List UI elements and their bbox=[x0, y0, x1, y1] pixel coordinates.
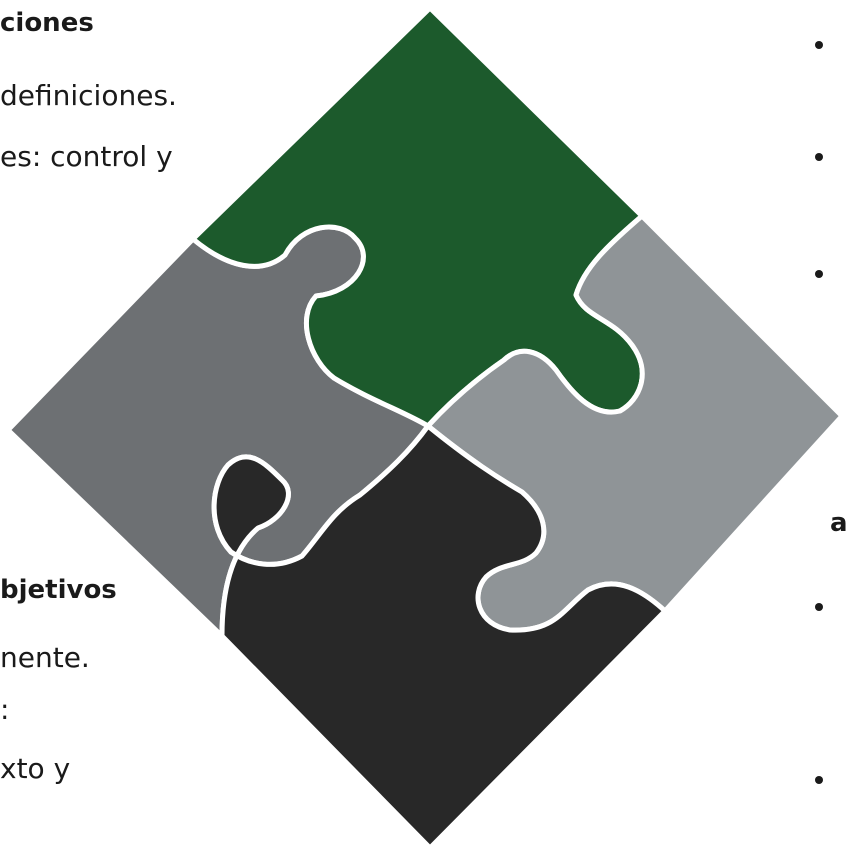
top-section-line-2: es: control y bbox=[0, 140, 173, 173]
puzzle-piece-bottom bbox=[211, 423, 668, 851]
bottom-section-line-1: nente. bbox=[0, 641, 90, 674]
right-bullet-1 bbox=[815, 41, 823, 49]
right-bullet-2 bbox=[815, 153, 823, 161]
top-section-heading: ciones bbox=[0, 8, 94, 38]
top-section-line-1: definiciones. bbox=[0, 79, 177, 112]
bottom-section-heading: bjetivos bbox=[0, 575, 117, 605]
right-heading-letter: a bbox=[830, 508, 846, 538]
bottom-section-line-2: : bbox=[0, 693, 10, 726]
right-bullet-3 bbox=[815, 270, 823, 278]
right-bullet-5 bbox=[815, 776, 823, 784]
right-bullet-4 bbox=[815, 603, 823, 611]
bottom-section-line-3: xto y bbox=[0, 752, 71, 785]
